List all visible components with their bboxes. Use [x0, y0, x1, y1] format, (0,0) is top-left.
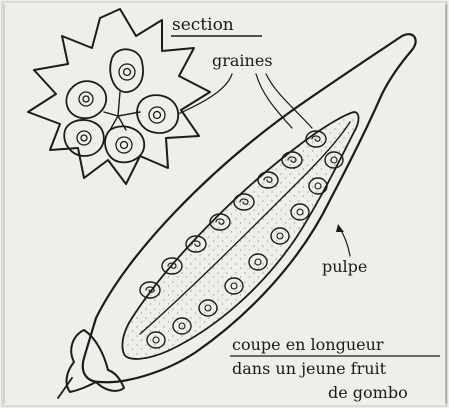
label-section: section [172, 15, 234, 35]
label-pulpe: pulpe [322, 257, 367, 276]
caption-line-2: dans un jeune fruit [232, 359, 387, 378]
caption-line-1: coupe en longueur [232, 335, 384, 354]
caption-line-3: de gombo [328, 383, 408, 402]
label-graines: graines [212, 51, 273, 70]
